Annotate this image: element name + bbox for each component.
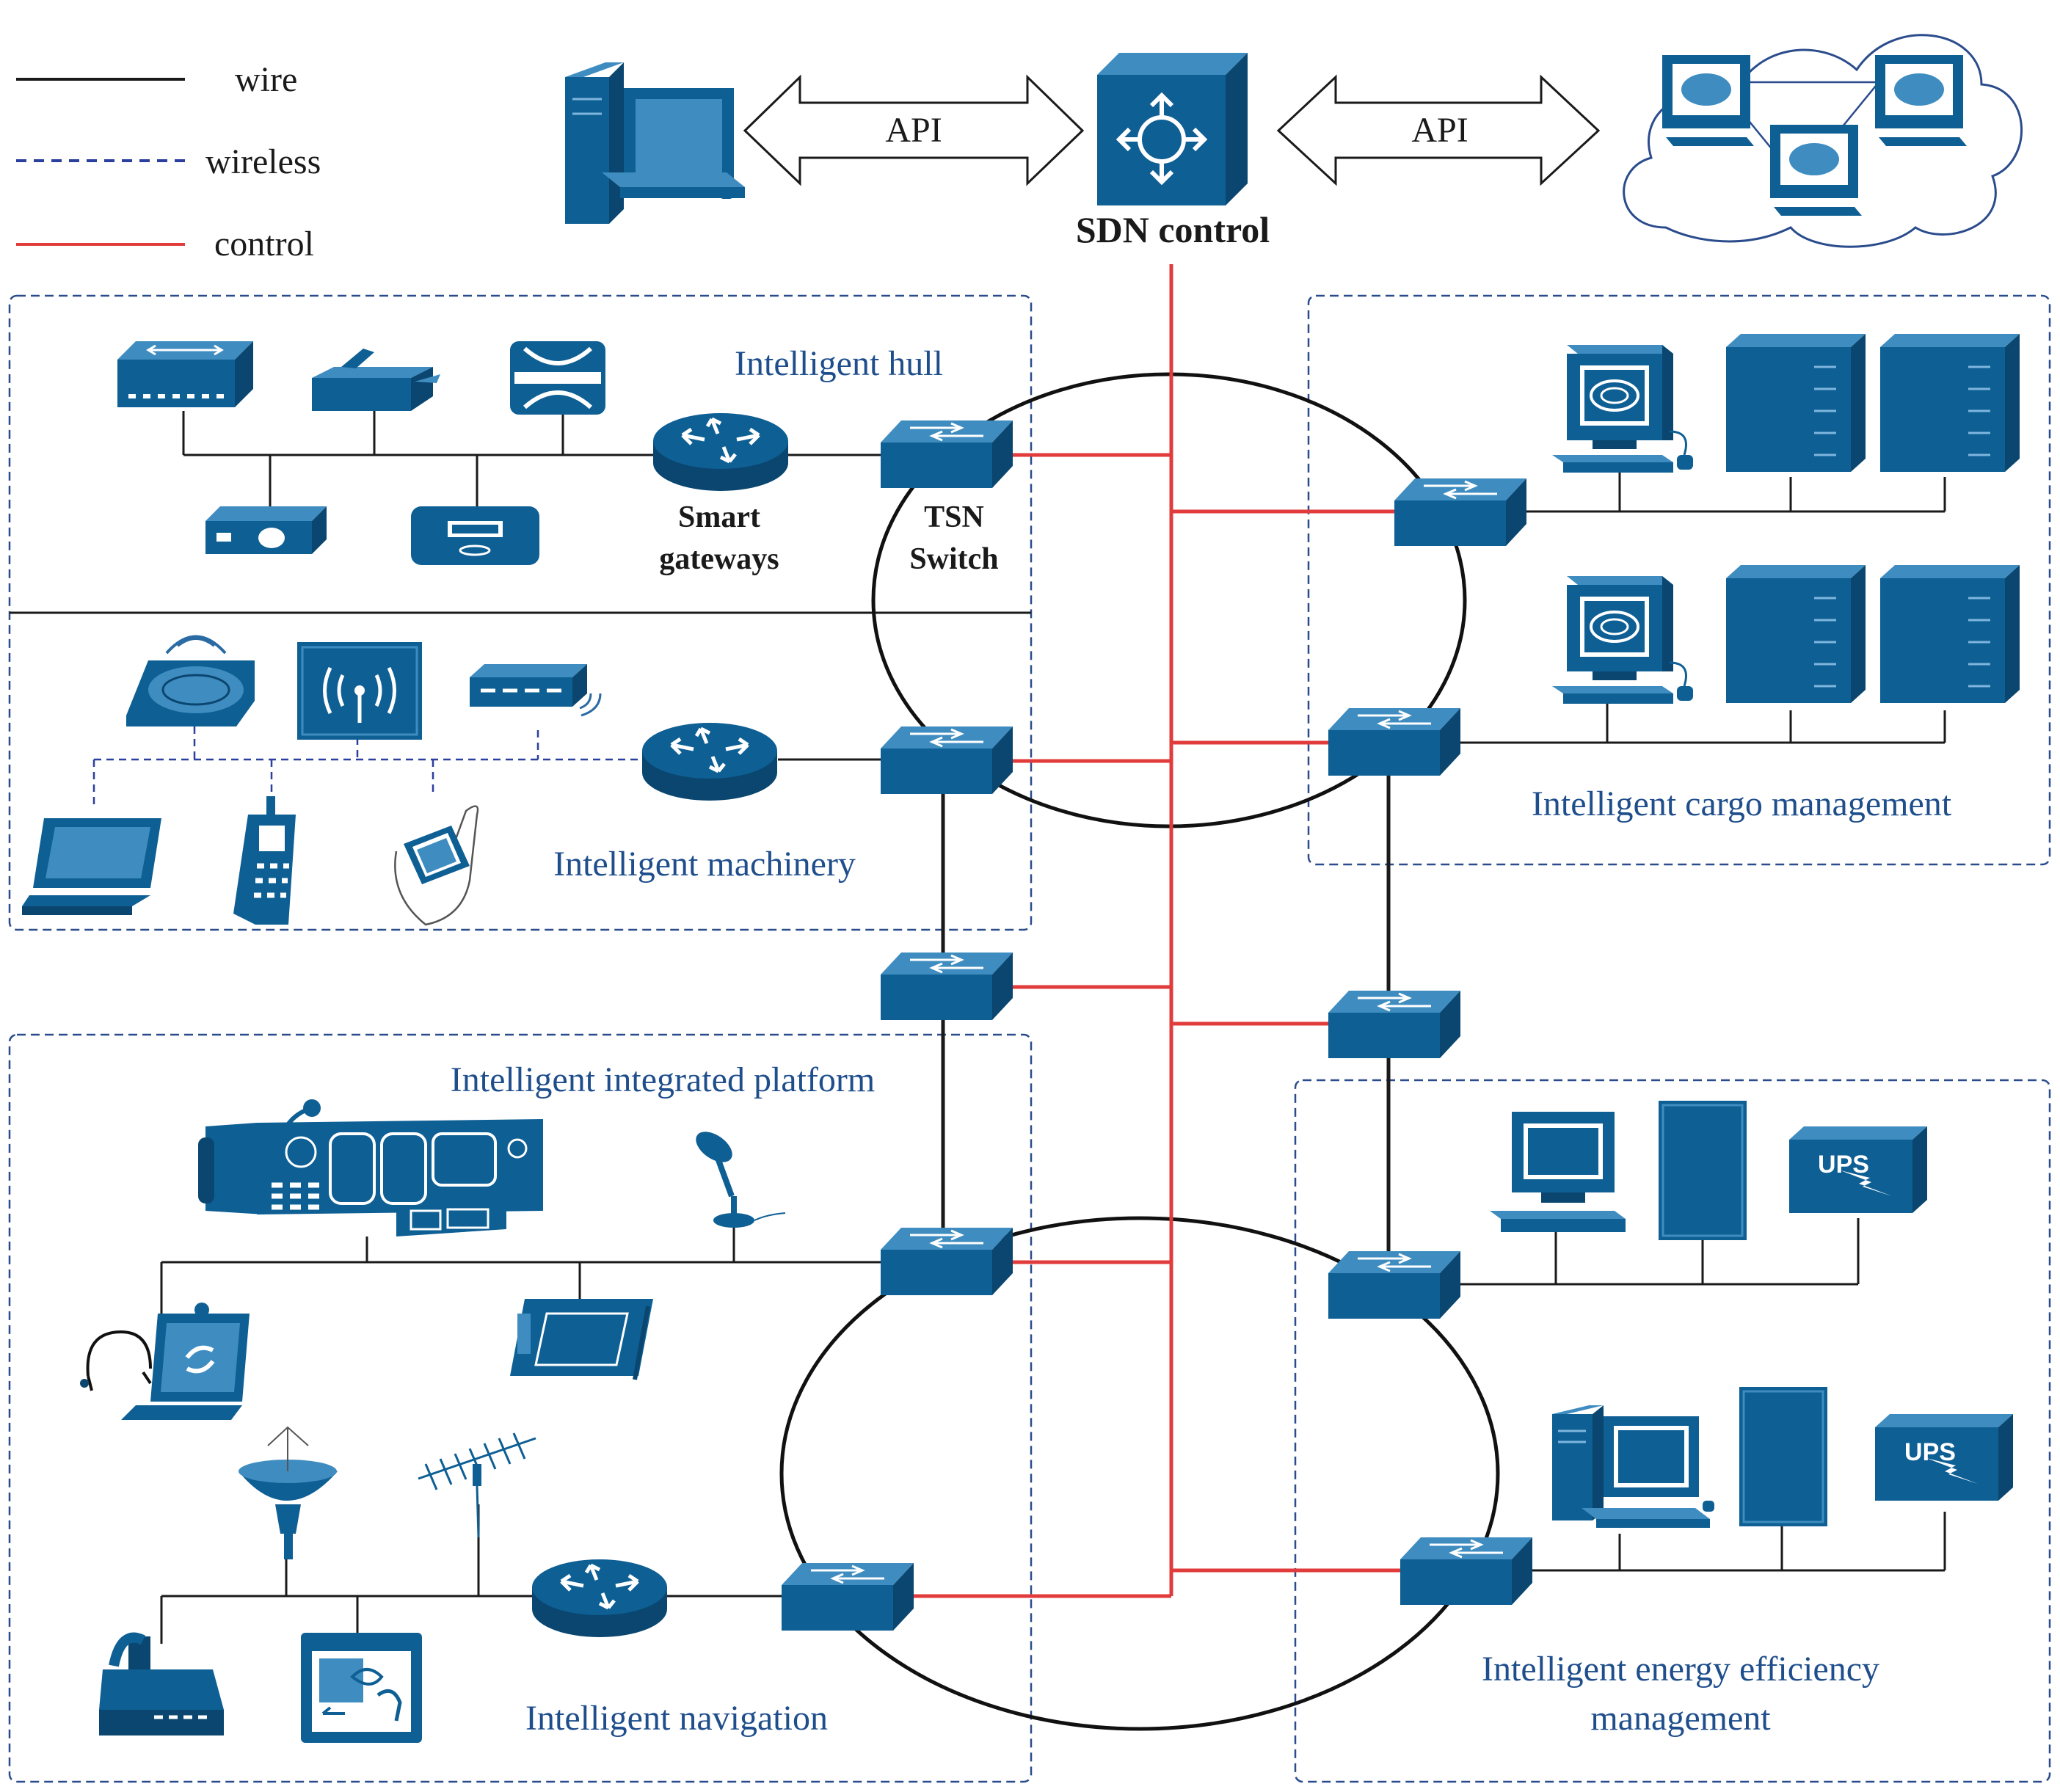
backbone-wires [941,774,1391,1251]
sdn-controller-icon [1097,53,1248,205]
microphone-icon [696,1132,786,1228]
cargo-workstation-2-icon [1551,575,1695,705]
lower-ring [779,1216,1500,1731]
wireless-bridge-icon [297,642,422,740]
cargo-server-2-icon [1879,332,2021,473]
platform-section: Intelligent integrated platform [80,1060,1014,1420]
firewall-icon [510,341,605,415]
zone-energy [1294,1079,2051,1783]
energy-title-line-1: Intelligent energy efficiency [1482,1650,1879,1689]
control-lines [906,264,1400,1598]
ups-2-label: UPS [1904,1438,1956,1466]
control-console-icon [198,1099,543,1236]
cargo-workstation-1-icon [1551,343,1695,474]
platform-title: Intelligent integrated platform [451,1060,875,1099]
tsn-switch-platform-icon [879,1226,1014,1297]
upper-ring [871,372,1467,828]
legend-wire-label: wire [235,60,297,99]
laptop-icon [22,818,161,915]
tsn-switch-energy-1-icon [1327,1250,1462,1320]
energy-cabinet-2-icon [1738,1385,1829,1528]
smart-gateway-router-icon [653,413,788,491]
api-right-label: API [1411,111,1468,150]
navigation-title: Intelligent navigation [525,1699,828,1738]
cargo-server-4-icon [1879,564,2021,704]
application-computer-icon [565,62,745,224]
tsn-switch-middle-left-icon [879,951,1014,1021]
tsn-switch-navigation-icon [780,1562,915,1632]
videoconference-laptop-icon [80,1303,250,1420]
cargo-title: Intelligent cargo management [1532,784,1952,823]
navigation-instrument-icon [301,1633,422,1743]
handheld-pda-icon [394,805,479,926]
tsn-switch-cargo-1-icon [1393,477,1528,547]
energy-pc-2-icon [1552,1405,1714,1528]
fax-icon [312,349,440,411]
cargo-server-1-icon [1725,332,1867,473]
smart-gateway-label-2: gateways [659,542,779,576]
machinery-router-icon [642,723,777,801]
tsn-switch-machinery-icon [879,725,1014,795]
sdn-control-label: SDN control [1076,209,1270,250]
satellite-dish-icon [239,1426,338,1559]
tsn-switch-middle-right-icon [1327,989,1462,1060]
tsn-switch-hull-icon [879,419,1014,489]
zone-platform-navigation [8,1033,1033,1783]
cloud-applications-icon [1623,34,2023,248]
modem-icon [205,506,327,554]
legend-wireless-label: wireless [205,142,321,181]
ups-1-label: UPS [1818,1151,1869,1179]
yagi-antenna-icon [418,1432,536,1538]
wireless-access-point-icon [126,635,255,726]
hull-section: Intelligent hull [117,341,1014,576]
energy-cabinet-1-icon [1657,1099,1748,1242]
navigation-section: Intelligent navigation [99,1426,915,1743]
machinery-title: Intelligent machinery [553,845,856,884]
zone-cargo [1307,294,2051,866]
energy-section: UPS UPS Intelligent energy efficiency ma… [1327,1099,2013,1738]
energy-title-line-2: management [1590,1699,1771,1738]
drawing-tablet-icon [510,1299,653,1380]
tsn-switch-energy-2-icon [1399,1536,1534,1606]
machinery-section: Intelligent machinery [22,635,1014,926]
mobile-phone-icon [233,796,296,925]
hull-title: Intelligent hull [735,344,943,383]
api-arrow-right: API [1276,74,1601,186]
smart-gateway-label-1: Smart [678,500,760,534]
tsn-switch-cargo-2-icon [1327,707,1462,777]
api-left-label: API [885,111,942,150]
tsn-switch-label-2: Switch [909,542,998,576]
cargo-server-3-icon [1725,564,1867,704]
set-top-box-icon [411,506,539,565]
wireless-router-icon [470,664,602,717]
cargo-section: Intelligent cargo management [1327,332,2021,823]
navigation-router-icon [532,1559,667,1637]
legend-control-label: control [214,225,314,263]
api-arrow-left: API [743,74,1085,186]
legend: wire wireless control [16,60,321,263]
telephone-icon [99,1632,224,1735]
energy-pc-1-icon [1490,1112,1626,1232]
tsn-switch-label-1: TSN [924,500,984,534]
hub-icon [117,341,253,407]
